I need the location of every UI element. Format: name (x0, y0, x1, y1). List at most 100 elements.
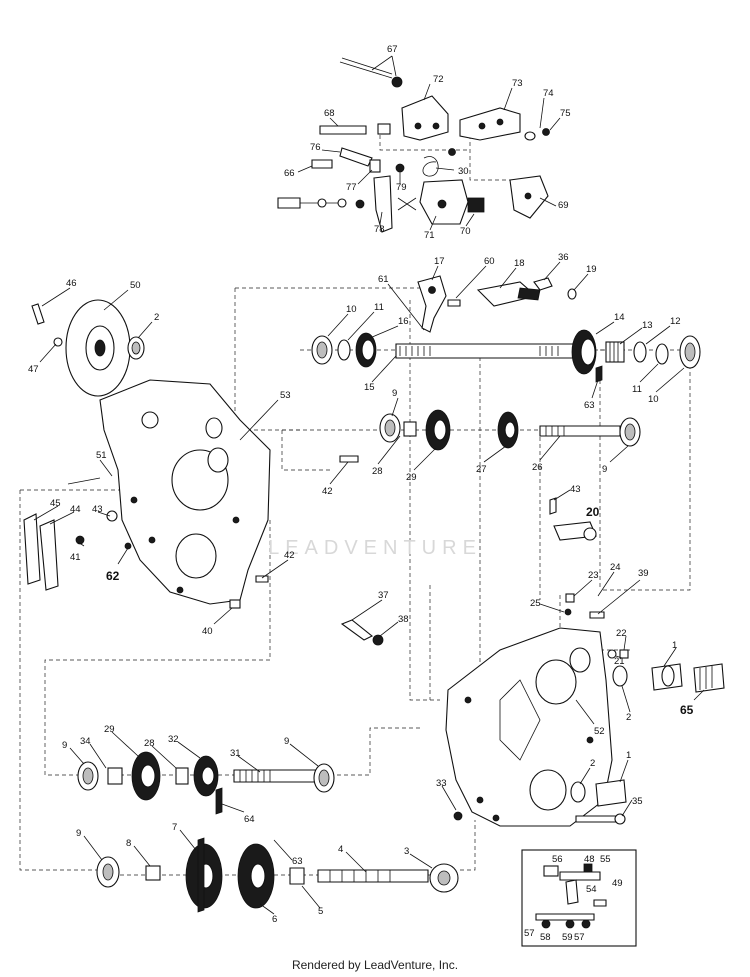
callout-47: 47 (28, 364, 39, 375)
callout-15: 15 (364, 382, 375, 393)
callout-14: 14 (614, 312, 625, 323)
leader-lines (33, 55, 705, 915)
callout-62: 62 (106, 569, 120, 583)
callout-9-mid-right: 9 (602, 464, 607, 475)
callout-42-lower: 42 (284, 550, 295, 561)
callout-10-right: 10 (648, 394, 659, 405)
callout-63-lower: 63 (292, 856, 303, 867)
callout-50: 50 (130, 280, 141, 291)
callout-4: 4 (338, 844, 343, 855)
callout-12: 12 (670, 316, 681, 327)
callout-79: 79 (396, 182, 407, 193)
callout-58: 58 (540, 932, 551, 943)
callout-24: 24 (610, 562, 621, 573)
callout-43-right: 43 (570, 484, 581, 495)
callout-77: 77 (346, 182, 357, 193)
callout-28-mid: 28 (372, 466, 383, 477)
callout-3: 3 (404, 846, 409, 857)
shift-linkage-assembly (277, 57, 550, 233)
callout-41: 41 (70, 552, 81, 563)
callout-31: 31 (230, 748, 241, 759)
callout-29-lower: 29 (104, 724, 115, 735)
callout-61: 61 (378, 274, 389, 285)
callout-73: 73 (512, 78, 523, 89)
callout-13: 13 (642, 320, 653, 331)
callout-42-upper: 42 (322, 486, 333, 497)
callout-20: 20 (586, 505, 600, 519)
callout-60: 60 (484, 256, 495, 267)
upper-shaft-assembly (311, 275, 701, 383)
callout-26: 26 (532, 462, 543, 473)
callout-27: 27 (476, 464, 487, 475)
callout-21: 21 (614, 656, 625, 667)
callout-1-upper: 1 (672, 640, 677, 651)
callout-48: 48 (584, 854, 595, 865)
callout-9-mid-left: 9 (392, 388, 397, 399)
callout-57-right: 57 (574, 932, 585, 943)
callout-11-left: 11 (374, 302, 384, 313)
callout-74: 74 (543, 88, 554, 99)
callout-40: 40 (202, 626, 213, 637)
callout-57-left: 57 (524, 928, 535, 939)
callout-9-lower-right: 9 (284, 736, 289, 747)
callout-55: 55 (600, 854, 611, 865)
callout-30: 30 (458, 166, 469, 177)
callout-5: 5 (318, 906, 323, 917)
callout-10-left: 10 (346, 304, 357, 315)
callout-9-lower-left: 9 (62, 740, 67, 751)
callout-37: 37 (378, 590, 389, 601)
callout-9-bottom: 9 (76, 828, 81, 839)
callout-23: 23 (588, 570, 599, 581)
callout-76: 76 (310, 142, 321, 153)
callout-19: 19 (586, 264, 597, 275)
callout-22: 22 (616, 628, 627, 639)
callout-75: 75 (560, 108, 571, 119)
callout-2-lower: 2 (590, 758, 595, 769)
callout-2-pulley: 2 (154, 312, 159, 323)
callout-32: 32 (168, 734, 179, 745)
callout-56: 56 (552, 854, 563, 865)
callout-68: 68 (324, 108, 335, 119)
callout-51: 51 (96, 450, 107, 461)
callout-67: 67 (387, 44, 398, 55)
callout-59: 59 (562, 932, 573, 943)
callout-78: 78 (374, 224, 385, 235)
watermark-text: LEADVENTURE (268, 537, 482, 559)
callout-66: 66 (284, 168, 295, 179)
callout-45: 45 (50, 498, 61, 509)
callout-69: 69 (558, 200, 569, 211)
left-case-assembly (23, 299, 359, 609)
callout-28-lower: 28 (144, 738, 155, 749)
callout-18: 18 (514, 258, 525, 269)
callout-52: 52 (594, 726, 605, 737)
callout-65: 65 (680, 703, 694, 717)
callout-54: 54 (586, 884, 597, 895)
callout-7: 7 (172, 822, 177, 833)
right-case-assembly (340, 593, 725, 827)
callout-72: 72 (433, 74, 444, 85)
callout-29-mid: 29 (406, 472, 417, 483)
callout-16: 16 (398, 316, 409, 327)
callout-8: 8 (126, 838, 131, 849)
inset-detail-box (521, 849, 637, 947)
callout-44: 44 (70, 504, 81, 515)
callout-53: 53 (280, 390, 291, 401)
callout-34: 34 (80, 736, 91, 747)
callout-25: 25 (530, 598, 541, 609)
callout-11-right: 11 (632, 384, 642, 395)
callout-43-left: 43 (92, 504, 103, 515)
callout-71: 71 (424, 230, 435, 241)
callout-64: 64 (244, 814, 255, 825)
callout-39: 39 (638, 568, 649, 579)
callout-2-upper: 2 (626, 712, 631, 723)
callout-49: 49 (612, 878, 623, 889)
callout-46: 46 (66, 278, 77, 289)
callout-6: 6 (272, 914, 277, 925)
footer-credit: Rendered by LeadVenture, Inc. (291, 958, 459, 972)
callout-63-upper: 63 (584, 400, 595, 411)
callout-35: 35 (632, 796, 643, 807)
callout-labels: 67 72 73 74 75 68 76 30 66 77 79 78 71 7… (28, 44, 694, 943)
middle-gear-assembly (379, 409, 641, 541)
callout-17: 17 (434, 256, 445, 267)
